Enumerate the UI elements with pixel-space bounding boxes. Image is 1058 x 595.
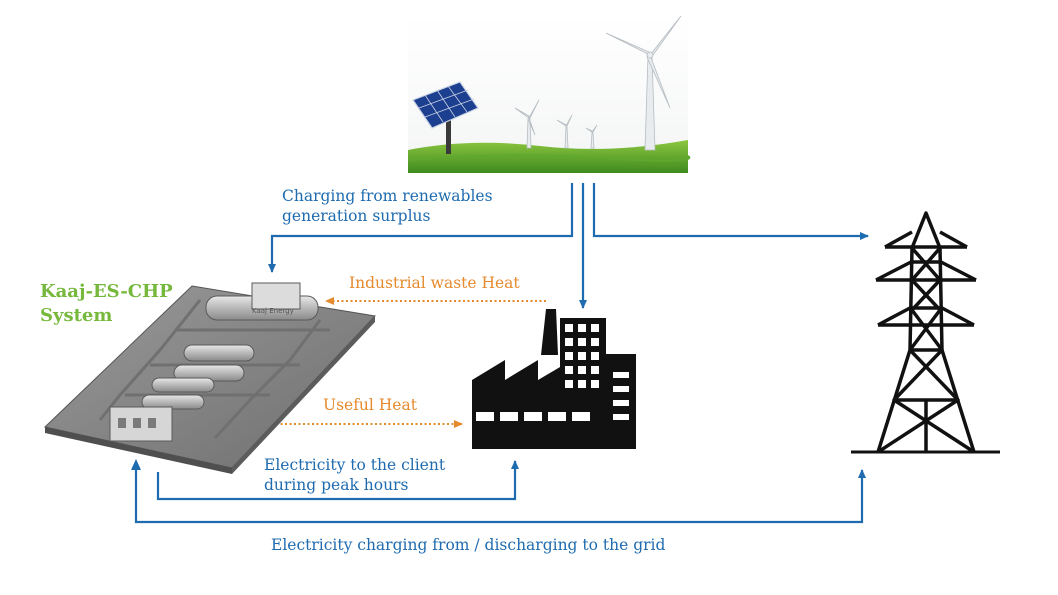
renewables-scene [407,15,691,173]
system-to-client-arrow [156,460,519,501]
system-title-line2: System [40,305,113,326]
renewables-to-grid-arrow [592,183,869,240]
charging-renewables-line1: Charging from renewables [282,187,493,205]
transmission-tower-icon [851,211,1000,454]
electric-flow-lines [131,183,869,524]
electricity-client-label: Electricity to the client during peak ho… [264,455,445,495]
solar-panel-icon [412,81,479,154]
wind-turbine-icon [514,15,682,151]
heat-flow-lines [276,297,546,428]
charging-renewables-line2: generation surplus [282,207,431,225]
industrial-waste-heat-label: Industrial waste Heat [349,274,520,292]
storage-system-icon: Kaaj Energy [43,282,377,474]
tank-label: Kaaj Energy [252,307,294,315]
electricity-client-line1: Electricity to the client [264,456,446,474]
renewables-to-system-arrow [268,183,574,273]
grid-flow-label: Electricity charging from / discharging … [271,536,666,554]
factory-icon [472,309,636,449]
system-title: Kaaj-ES-CHP System [40,280,173,328]
system-title-line1: Kaaj-ES-CHP [40,281,173,302]
charging-renewables-label: Charging from renewables generation surp… [282,186,493,226]
electricity-client-line2: during peak hours [264,476,409,494]
useful-heat-label: Useful Heat [323,396,417,414]
grid-exchange-arrow [134,469,866,524]
